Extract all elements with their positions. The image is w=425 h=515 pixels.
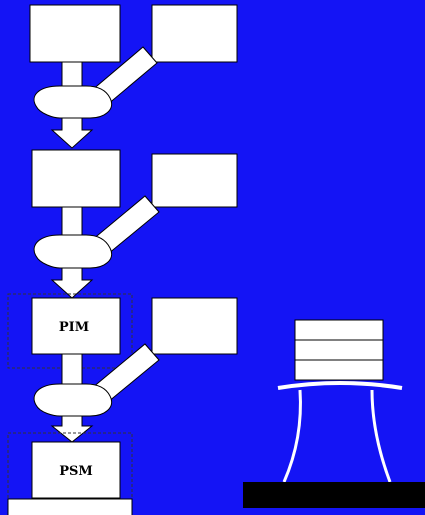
psm-label: PSM: [59, 464, 93, 479]
model-box-top-left: [29, 4, 121, 63]
down-arrow-2a: [61, 206, 83, 237]
down-arrow-1b: [50, 117, 94, 149]
stack-layer-3: [294, 359, 384, 381]
transformation-shape-3: [33, 383, 112, 417]
mapping-box-middle-right: [151, 153, 238, 208]
bottom-partial-box: [7, 498, 133, 515]
table-leg-left: [282, 389, 302, 483]
down-arrow-3a: [61, 353, 83, 385]
mapping-box-top-right: [151, 4, 238, 63]
psm-box: [31, 441, 121, 499]
platform-stack: [294, 319, 384, 381]
stack-layer-2: [294, 339, 384, 361]
model-box-middle-left: [31, 149, 121, 208]
table-icon: [277, 381, 403, 483]
tabletop: [277, 381, 403, 390]
down-arrow-3b: [50, 415, 94, 443]
table-leg-right: [370, 389, 392, 483]
down-arrow-2b: [50, 267, 94, 299]
transformation-shape-2: [33, 234, 112, 269]
base-bar: [243, 482, 425, 508]
transformation-shape-1: [33, 85, 112, 119]
stack-layer-1: [294, 319, 384, 341]
pim-label: PIM: [59, 320, 89, 335]
mapping-box-lower-right: [151, 297, 238, 355]
